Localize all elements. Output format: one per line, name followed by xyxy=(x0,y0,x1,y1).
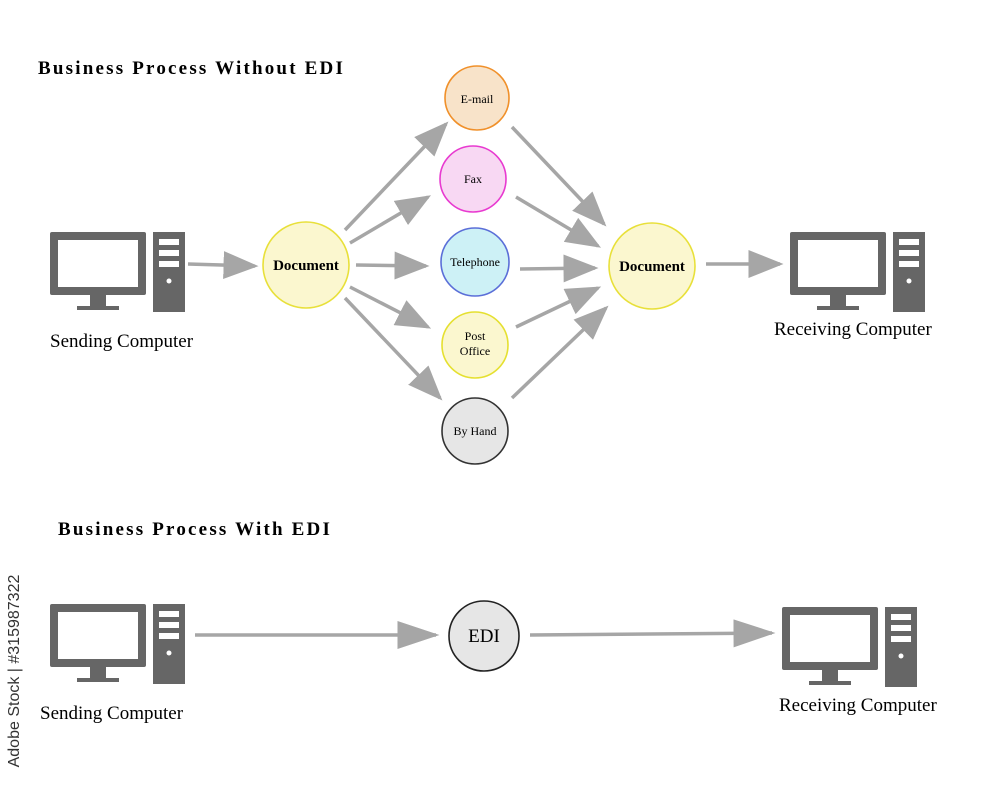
top-arrows xyxy=(187,121,784,401)
arrow-document-to-email xyxy=(343,121,449,232)
edi-node: EDI xyxy=(448,600,520,672)
channel-telephone-label: Telephone xyxy=(450,255,500,269)
channel-fax-label: Fax xyxy=(464,172,482,186)
computer-icon xyxy=(790,232,925,312)
stock-watermark-text: Adobe Stock | #315987322 xyxy=(6,574,23,768)
channel-by-hand-node: By Hand xyxy=(441,397,509,465)
arrow-document-to-by-hand xyxy=(343,296,443,401)
document-source-label: Document xyxy=(273,258,339,274)
channel-by-hand-label: By Hand xyxy=(454,424,497,438)
bottom-arrows xyxy=(195,619,776,649)
arrow-fax-to-document xyxy=(515,195,602,248)
channel-post-office-label-line: Office xyxy=(460,344,490,358)
arrow-email-to-document xyxy=(510,125,607,227)
channel-email-label: E-mail xyxy=(461,92,494,106)
channel-telephone-node: Telephone xyxy=(440,227,510,297)
channel-email-node: E-mail xyxy=(444,65,510,131)
channel-fax-node: Fax xyxy=(439,145,507,213)
document-source-node: Document xyxy=(262,221,350,309)
sending-computer-caption-bottom: Sending Computer xyxy=(40,703,184,724)
arrow-document-to-telephone xyxy=(355,251,430,280)
receiving-computer-caption-bottom: Receiving Computer xyxy=(779,695,937,716)
document-target-label: Document xyxy=(619,259,685,275)
arrow-post-office-to-document xyxy=(515,286,602,329)
arrow-edi-to-receiver xyxy=(529,619,776,648)
computer-icon xyxy=(782,607,917,687)
heading-with-edi: Business Process With EDI xyxy=(58,519,333,540)
arrow-document-to-fax xyxy=(349,195,432,245)
computer-icon xyxy=(50,232,185,312)
edi-node-label: EDI xyxy=(468,626,500,647)
channel-post-office-label-line: Post xyxy=(465,329,486,343)
arrow-by-hand-to-document xyxy=(510,305,609,400)
receiving-computer-caption-top: Receiving Computer xyxy=(774,319,932,340)
stock-watermark: Adobe Stock | #315987322 xyxy=(4,556,26,786)
computer-icon xyxy=(50,604,185,684)
arrow-telephone-to-document xyxy=(519,254,599,283)
arrow-sender-to-document xyxy=(187,251,259,280)
heading-without-edi: Business Process Without EDI xyxy=(38,58,346,79)
sending-computer-caption-top: Sending Computer xyxy=(50,331,194,352)
arrow-document-to-post-office xyxy=(349,285,432,329)
document-target-node: Document xyxy=(608,222,696,310)
